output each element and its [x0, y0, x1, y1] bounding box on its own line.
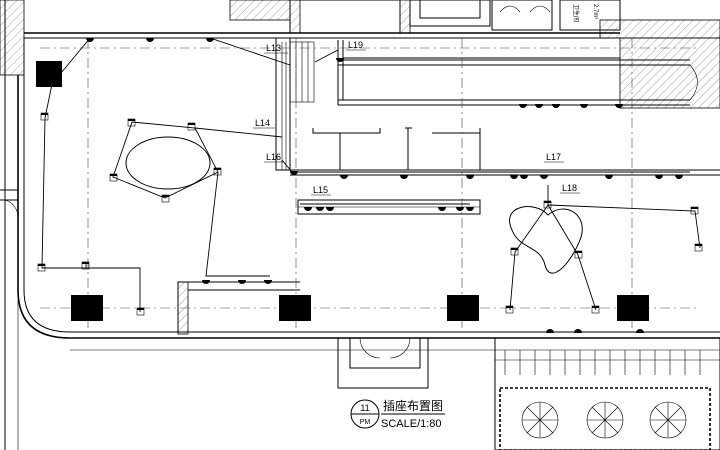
circuit-label-l13: L13	[266, 43, 281, 53]
drawing-ref-sheet: PM	[360, 419, 371, 426]
circuit-label-group: L13 L19 L14 L16 L17 L15 L18	[253, 40, 580, 196]
curved-sofa	[509, 206, 583, 274]
circuit-label-l15: L15	[313, 185, 328, 195]
planter-decoration	[499, 387, 711, 450]
drawing-title-block: 11 PM 插座布置图 SCALE/1:80	[350, 398, 445, 430]
round-table	[125, 136, 211, 190]
circuit-label-l17: L17	[546, 152, 561, 162]
circuit-label-l18: L18	[562, 183, 577, 193]
axis-grid	[40, 38, 700, 330]
floor-socket-symbols	[37, 112, 703, 316]
drawing-scale: SCALE/1:80	[381, 418, 442, 430]
structural-columns	[36, 61, 649, 321]
room-label-top-right: 卫生间	[572, 4, 580, 22]
circuit-wiring	[41, 37, 701, 312]
drawing-ref-number: 11	[360, 403, 369, 413]
room-area-top-right: 2.7m²	[592, 4, 598, 19]
circuit-label-l14: L14	[255, 118, 270, 128]
circuit-label-l19: L19	[348, 40, 363, 50]
socket-symbols	[86, 38, 683, 333]
circuit-label-l16: L16	[266, 152, 281, 162]
drawing-title: 插座布置图	[383, 398, 443, 413]
